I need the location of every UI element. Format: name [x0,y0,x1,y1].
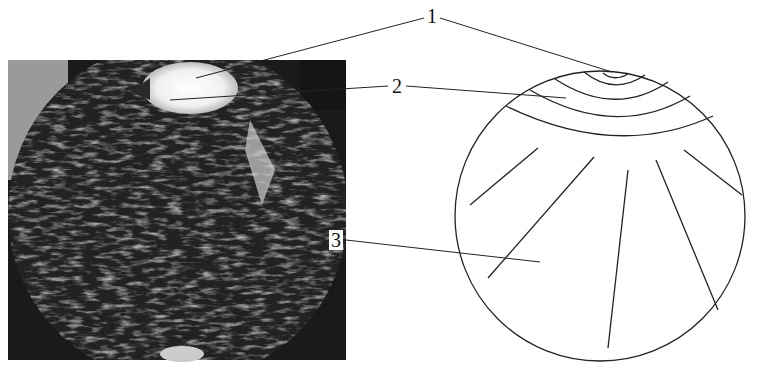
fracture-photo [8,60,346,362]
leader-lines [170,18,612,262]
callout-number: 1 [425,6,439,26]
fracture-schematic [455,71,745,361]
callout-number: 2 [390,76,404,96]
callout-number: 3 [329,230,343,250]
